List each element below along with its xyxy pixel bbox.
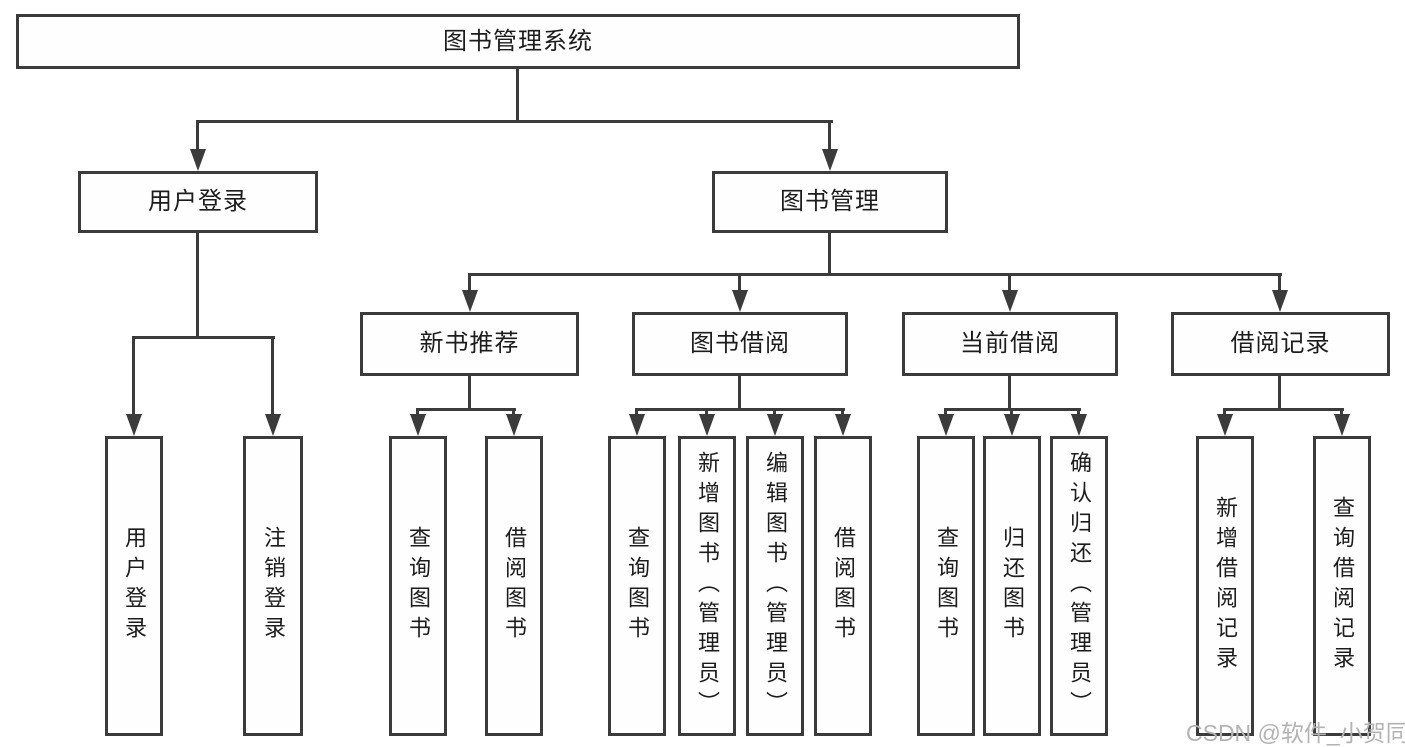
leaf-borrow-books-recommend: 借阅图书 — [485, 436, 543, 736]
arrowhead-down-icon — [1272, 290, 1288, 312]
arrowhead-down-icon — [190, 149, 206, 171]
connector-line — [944, 408, 947, 414]
connector-line — [132, 336, 275, 339]
connector-line — [468, 376, 471, 408]
arrowhead-down-icon — [506, 414, 522, 436]
arrowhead-down-icon — [767, 414, 783, 436]
connector-line — [828, 233, 831, 273]
node-book-borrowing: 图书借阅 — [632, 312, 848, 376]
arrowhead-down-icon — [629, 414, 645, 436]
leaf-logout: 注销登录 — [243, 436, 303, 736]
arrowhead-down-icon — [1334, 414, 1350, 436]
connector-line — [705, 408, 708, 414]
connector-line — [512, 408, 515, 414]
connector-line — [516, 69, 519, 120]
connector-line — [416, 408, 516, 411]
csdn-watermark: CSDN @软件_小贺同学 — [1186, 720, 1405, 746]
arrowhead-down-icon — [1217, 414, 1233, 436]
node-new-book-recommendation: 新书推荐 — [360, 312, 579, 376]
connector-line — [828, 120, 831, 151]
leaf-borrow-books: 借阅图书 — [814, 436, 872, 736]
connector-line — [738, 376, 741, 408]
connector-line — [196, 233, 199, 336]
leaf-query-books-current: 查询图书 — [917, 436, 975, 736]
connector-line — [196, 120, 833, 123]
connector-line — [1340, 408, 1343, 414]
arrowhead-down-icon — [265, 414, 281, 436]
arrowhead-down-icon — [938, 414, 954, 436]
leaf-user-login: 用户登录 — [105, 436, 163, 736]
connector-line — [1010, 408, 1013, 414]
arrowhead-down-icon — [126, 414, 142, 436]
leaf-return-books: 归还图书 — [983, 436, 1041, 736]
leaf-query-books-recommend: 查询图书 — [389, 436, 447, 736]
arrowhead-down-icon — [1071, 414, 1087, 436]
connector-line — [468, 273, 471, 290]
connector-line — [1077, 408, 1080, 414]
connector-line — [271, 336, 274, 414]
connector-line — [1278, 376, 1281, 408]
connector-line — [1008, 376, 1011, 408]
connector-line — [738, 273, 741, 290]
leaf-add-borrow-record: 新增借阅记录 — [1196, 436, 1254, 736]
connector-line — [132, 336, 135, 414]
connector-line — [1223, 408, 1344, 411]
leaf-add-book-admin: 新增图书（管理员） — [678, 436, 736, 736]
leaf-confirm-return-admin: 确认归还（管理员） — [1050, 436, 1108, 736]
node-borrowing-records: 借阅记录 — [1171, 312, 1390, 376]
node-library-management-system: 图书管理系统 — [16, 14, 1020, 69]
connector-line — [635, 408, 638, 414]
connector-line — [635, 408, 845, 411]
node-current-borrowing: 当前借阅 — [902, 312, 1118, 376]
connector-line — [1223, 408, 1226, 414]
arrowhead-down-icon — [835, 414, 851, 436]
connector-line — [841, 408, 844, 414]
connector-line — [196, 120, 199, 151]
leaf-edit-book-admin: 编辑图书（管理员） — [746, 436, 804, 736]
arrowhead-down-icon — [410, 414, 426, 436]
leaf-query-books-borrowing: 查询图书 — [608, 436, 666, 736]
connector-line — [1278, 273, 1281, 290]
leaf-query-borrow-record: 查询借阅记录 — [1313, 436, 1371, 736]
arrowhead-down-icon — [699, 414, 715, 436]
arrowhead-down-icon — [732, 290, 748, 312]
arrowhead-down-icon — [822, 149, 838, 171]
arrowhead-down-icon — [462, 290, 478, 312]
arrowhead-down-icon — [1002, 290, 1018, 312]
node-book-management: 图书管理 — [712, 171, 948, 233]
connector-line — [1008, 273, 1011, 290]
connector-line — [416, 408, 419, 414]
node-user-login: 用户登录 — [78, 171, 318, 233]
arrowhead-down-icon — [1004, 414, 1020, 436]
connector-line — [773, 408, 776, 414]
connector-line — [468, 273, 1282, 276]
